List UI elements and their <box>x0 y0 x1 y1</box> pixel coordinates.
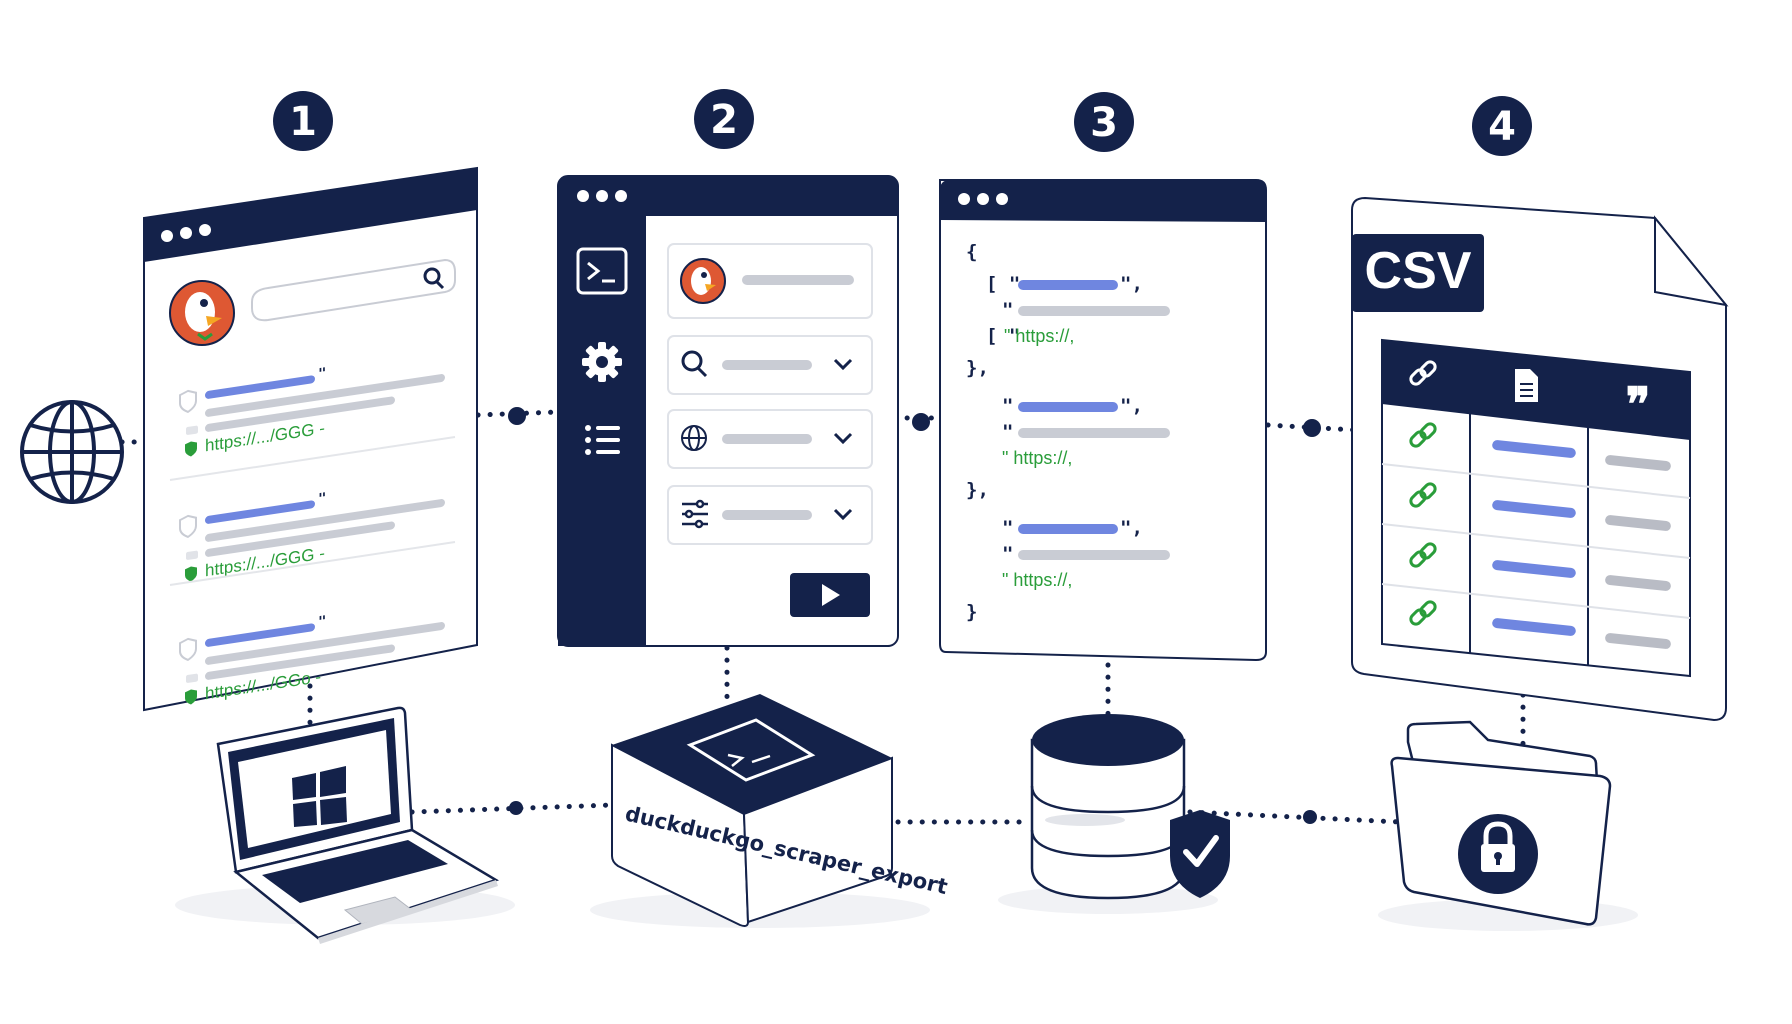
step-badge-1: 1 <box>273 91 333 151</box>
svg-text:}: } <box>966 601 977 623</box>
svg-text:4: 4 <box>1488 104 1516 150</box>
document-icon <box>1515 369 1538 402</box>
window-controls <box>161 224 211 242</box>
query-dropdown[interactable] <box>667 335 873 395</box>
shield-icon <box>179 637 197 662</box>
database-icon <box>998 714 1230 914</box>
svg-text:",: ", <box>1120 395 1143 417</box>
connector-nodes <box>508 407 1321 824</box>
json-output-window: { [ " ", " [ " " https://, }, " ", " " h… <box>939 179 1267 662</box>
duckduckgo-logo <box>169 280 235 346</box>
svg-text:": " <box>1002 299 1013 321</box>
scraper-config-window <box>557 175 899 647</box>
result-dividers <box>169 436 456 586</box>
svg-text:": " <box>1002 421 1013 443</box>
search-results-window: " https://.../GGG - " <box>143 166 478 712</box>
chevron-down-icon <box>833 508 853 521</box>
svg-text:❞: ❞ <box>1626 377 1651 431</box>
step-badge-4: 4 <box>1472 96 1532 156</box>
svg-text:2: 2 <box>710 97 738 143</box>
run-button[interactable] <box>790 573 870 617</box>
svg-text:": " <box>1002 517 1013 539</box>
step-badge-2: 2 <box>694 89 754 149</box>
globe-icon <box>20 400 124 504</box>
svg-text:" https://,: " https://, <box>1004 326 1074 346</box>
svg-text:CSV: CSV <box>1365 242 1472 300</box>
svg-text:": " <box>318 490 326 507</box>
shield-check-icon <box>1170 810 1230 898</box>
search-icon <box>681 350 708 378</box>
chevron-down-icon <box>833 358 853 371</box>
source-card[interactable] <box>667 243 873 319</box>
terminal-icon[interactable] <box>576 247 628 295</box>
chevron-down-icon <box>833 432 853 445</box>
link-icon <box>1409 600 1437 626</box>
shield-icon <box>179 514 197 539</box>
table-row[interactable] <box>1409 422 1672 472</box>
window-controls <box>577 190 627 202</box>
svg-text:": " <box>318 365 326 382</box>
keyboard <box>0 0 1 1</box>
link-icon <box>1409 482 1437 508</box>
table-row[interactable] <box>1409 482 1672 532</box>
svg-text:": " <box>1002 395 1013 417</box>
laptop-icon <box>0 0 515 944</box>
search-input[interactable] <box>251 258 456 322</box>
svg-text:[ ": [ " <box>986 273 1020 295</box>
verified-shield-icon <box>185 441 197 457</box>
table-row[interactable] <box>1409 542 1672 592</box>
svg-text:": " <box>1002 543 1013 565</box>
quote-icon: ❞ <box>1626 377 1651 431</box>
svg-text:{: { <box>966 241 977 263</box>
csv-file: CSV ❞ <box>1351 196 1729 722</box>
verified-shield-icon <box>185 566 197 582</box>
svg-text:1: 1 <box>289 99 317 145</box>
svg-text:" https://,: " https://, <box>1002 448 1072 468</box>
link-icon <box>1409 360 1437 386</box>
svg-text:" https://,: " https://, <box>1002 570 1072 590</box>
svg-text:3: 3 <box>1090 100 1118 146</box>
list-icon[interactable] <box>585 425 620 455</box>
step-badge-3: 3 <box>1074 92 1134 152</box>
svg-text:": " <box>318 613 326 630</box>
search-icon[interactable] <box>423 267 445 290</box>
filters-dropdown[interactable] <box>667 485 873 545</box>
terminal-icon <box>686 718 816 782</box>
link-icon <box>1409 422 1437 448</box>
lock-icon <box>1458 814 1538 894</box>
verified-shield-icon <box>185 689 197 705</box>
csv-badge: CSV <box>1352 234 1484 312</box>
svg-text:",: ", <box>1120 517 1143 539</box>
svg-text:[ ": [ " <box>986 325 1020 347</box>
svg-text:",: ", <box>1120 273 1143 295</box>
shield-icon <box>179 389 197 414</box>
window-controls <box>958 193 1008 205</box>
svg-text:},: }, <box>966 479 989 501</box>
windows-logo-icon <box>292 766 347 827</box>
link-icon <box>1409 542 1437 568</box>
region-dropdown[interactable] <box>667 409 873 469</box>
secure-folder-icon <box>1378 720 1638 931</box>
sliders-icon <box>682 499 708 529</box>
gear-icon[interactable] <box>582 342 622 382</box>
table-row[interactable] <box>1409 600 1672 650</box>
cli-package-box: duckduckgo_scraper_export <box>590 694 950 928</box>
json-code: { [ " ", " [ " " https://, }, " ", " " h… <box>966 241 1170 623</box>
svg-text:},: }, <box>966 357 989 379</box>
play-icon <box>822 584 840 606</box>
globe-icon <box>681 425 707 451</box>
csv-table: ❞ <box>1381 338 1691 678</box>
list-item[interactable]: " https://.../GGG - <box>179 348 445 460</box>
duckduckgo-logo <box>680 258 726 304</box>
